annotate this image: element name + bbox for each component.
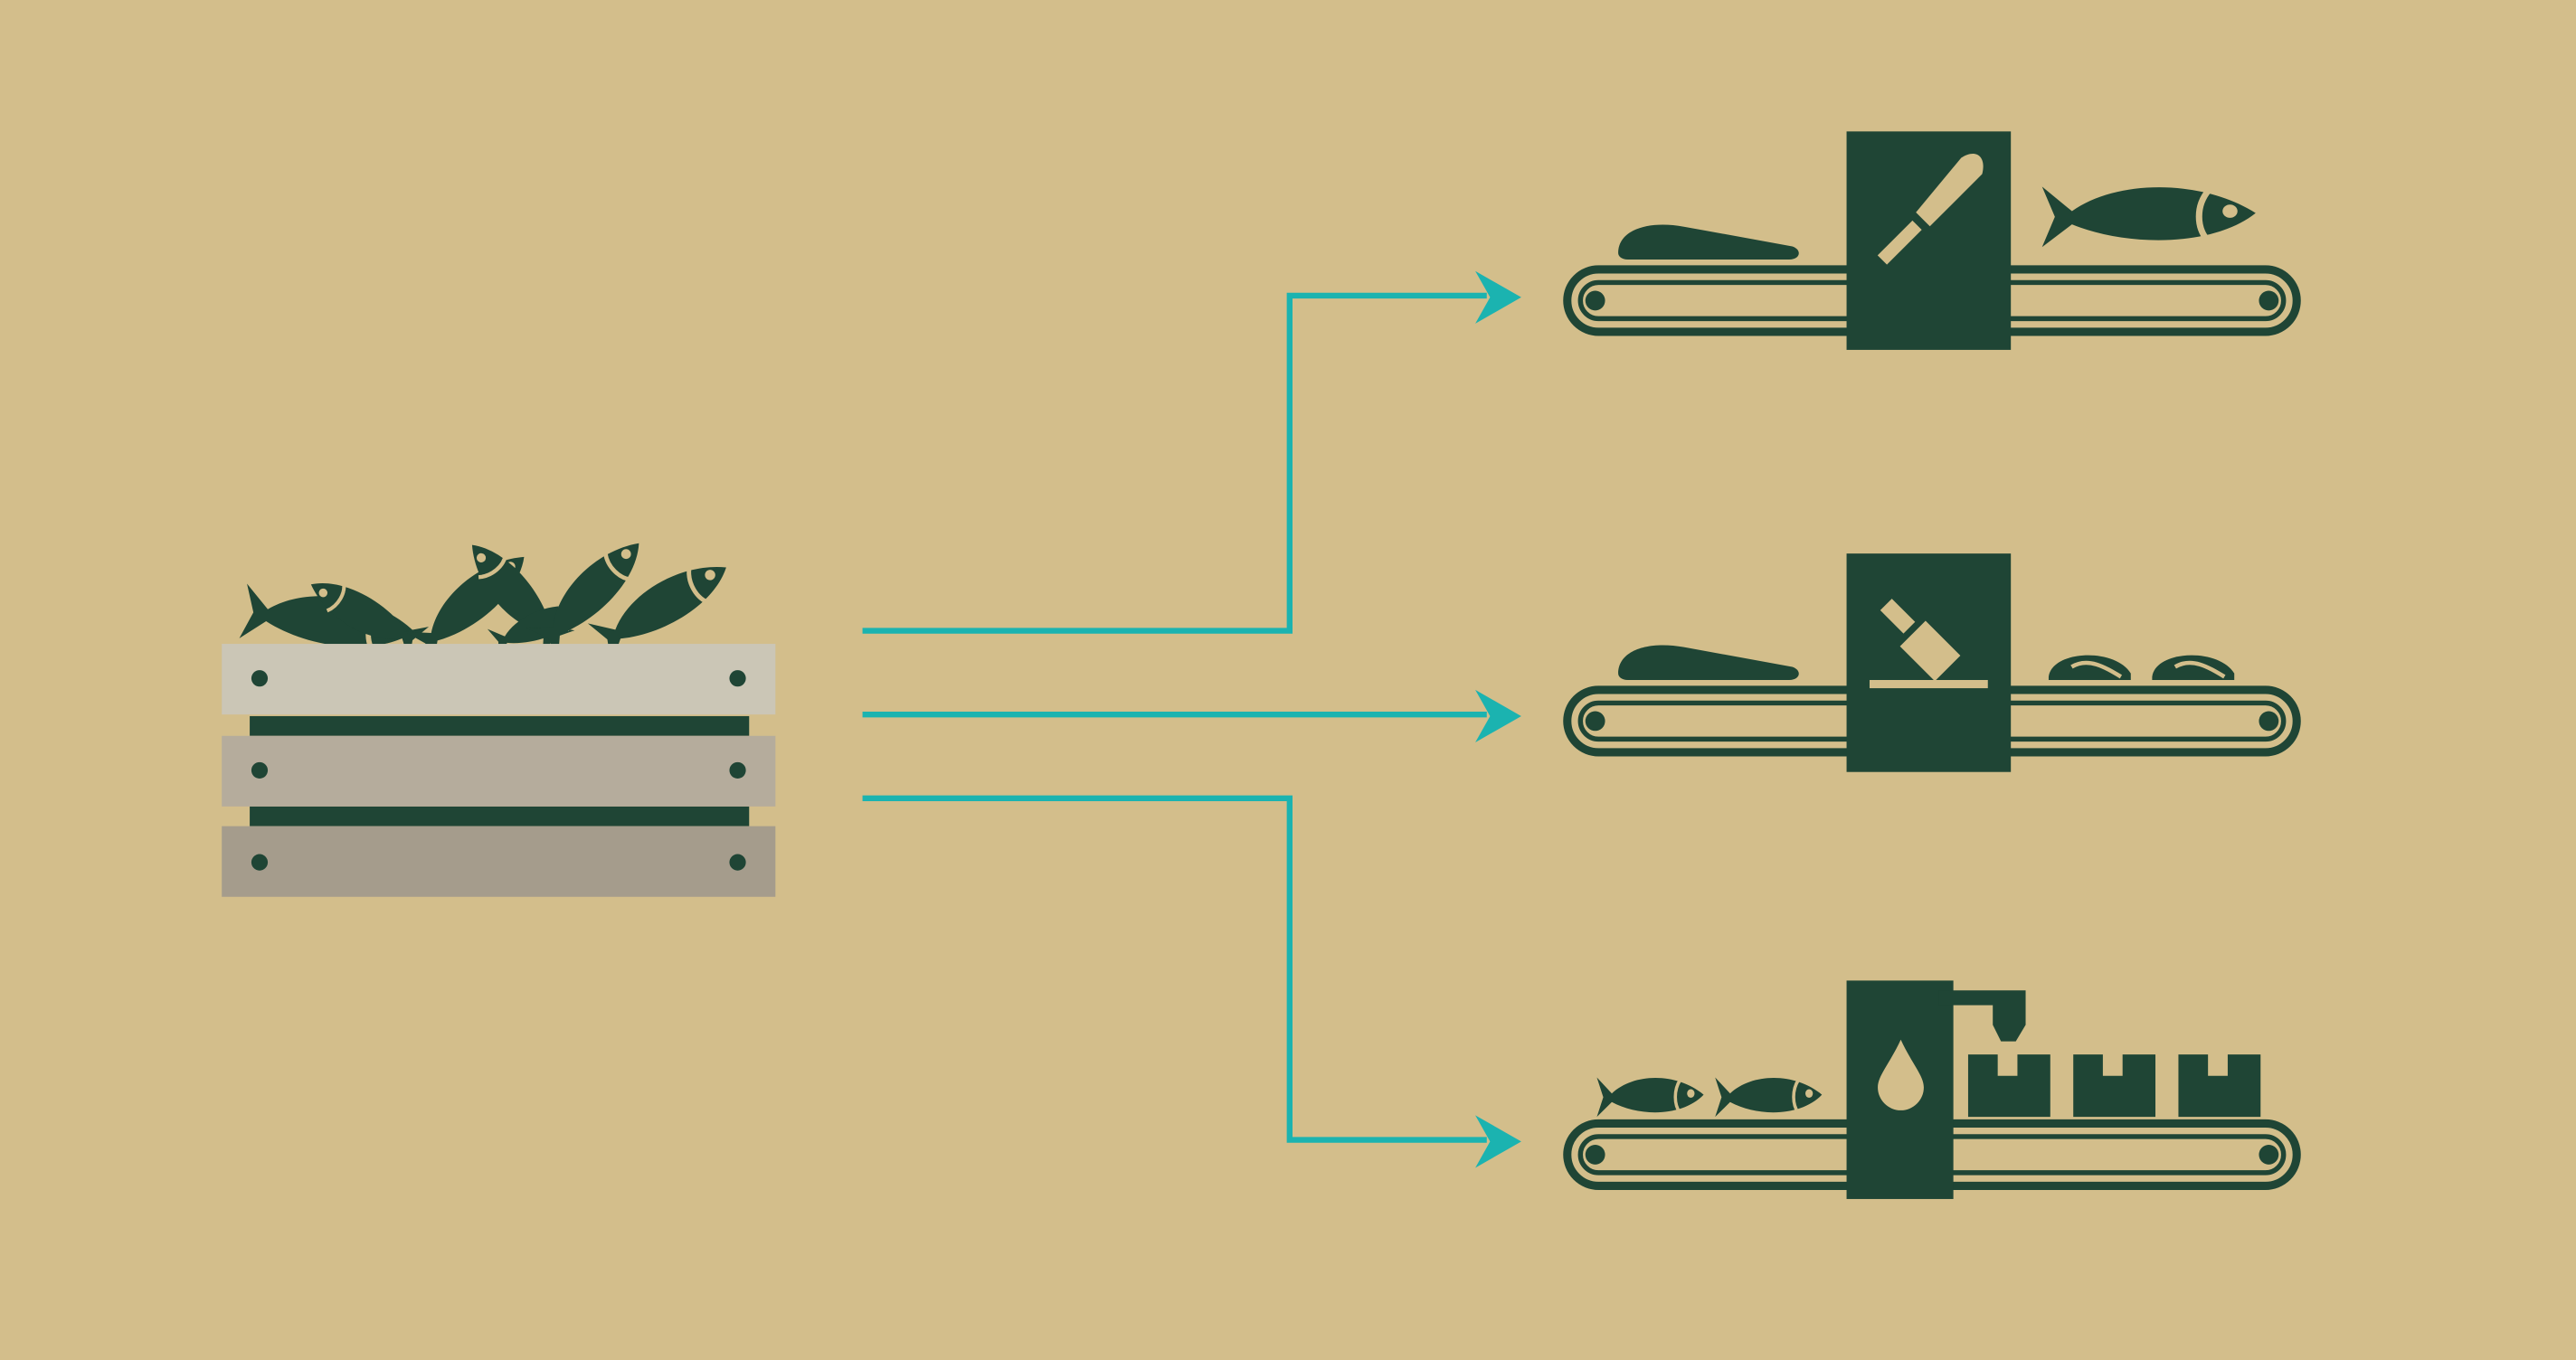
crate-nails [251, 670, 746, 871]
fish-piece-icon [2152, 656, 2234, 680]
package-icon [2073, 1054, 2156, 1118]
canning-line [1563, 980, 2301, 1199]
small-fish-icon [1715, 1078, 1822, 1118]
flow-arrow-bottom [862, 795, 1487, 1143]
machine-box [1846, 131, 2012, 350]
arrow-right-icon [1475, 1115, 1521, 1168]
whole-fish-icon [2042, 186, 2256, 247]
crate-slat-middle [222, 735, 776, 807]
dispenser-spout [1938, 990, 2026, 1042]
cleaver-icon [1869, 599, 1988, 689]
flow-arrow-top [862, 292, 1487, 634]
fillet-icon [1618, 224, 1799, 260]
filleting-line [1563, 131, 2301, 350]
oil-drop-icon [1878, 1039, 1924, 1110]
fish-crate-icon [222, 529, 776, 897]
fish-piece-icon [2049, 656, 2131, 680]
small-fish-icon [1596, 1078, 1703, 1118]
crate-slat-bottom [222, 826, 776, 897]
package-icon [1967, 1054, 2050, 1118]
arrow-right-icon [1475, 270, 1521, 324]
package-icon [2178, 1054, 2261, 1118]
arrow-right-icon [1475, 689, 1521, 743]
knife-icon [1877, 154, 1984, 265]
crate-slat-top [222, 644, 776, 715]
crate-gap [250, 715, 750, 736]
portioning-line [1563, 553, 2301, 772]
fillet-icon [1618, 645, 1799, 680]
crate-gap [250, 806, 750, 826]
